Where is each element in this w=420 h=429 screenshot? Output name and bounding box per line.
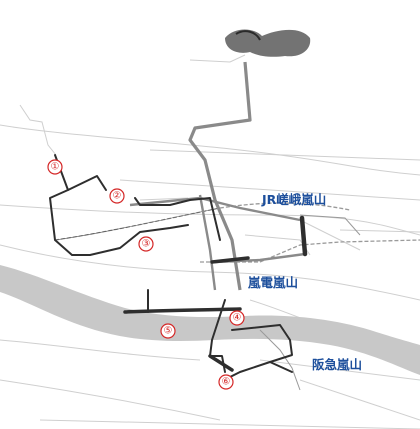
marker-2[interactable]: ② [109, 188, 125, 204]
marker-6[interactable]: ⑥ [218, 374, 234, 390]
station-labels: JR嵯峨嵐山 嵐電嵐山 阪急嵐山 [247, 192, 362, 372]
route-markers: ① ② ③ ④ ⑤ ⑥ [47, 159, 245, 390]
station-randen-arashiyama: 嵐電嵐山 [247, 275, 298, 290]
marker-1[interactable]: ① [47, 159, 63, 175]
marker-3-label: ③ [142, 239, 151, 250]
marker-4-label: ④ [233, 313, 242, 324]
main-roads [129, 61, 306, 291]
station-hankyu-arashiyama: 阪急嵐山 [312, 357, 362, 372]
marker-1-label: ① [51, 162, 60, 173]
terrain-lines [0, 54, 420, 429]
marker-2-label: ② [113, 191, 122, 202]
marker-3[interactable]: ③ [138, 236, 154, 252]
river [0, 265, 420, 375]
marker-5[interactable]: ⑤ [160, 323, 176, 339]
marker-6-label: ⑥ [222, 377, 231, 388]
marker-4[interactable]: ④ [229, 310, 245, 326]
station-jr-saga-arashiyama: JR嵯峨嵐山 [261, 192, 326, 207]
marker-5-label: ⑤ [164, 326, 173, 337]
walking-route [49, 154, 308, 379]
pond [225, 29, 311, 57]
